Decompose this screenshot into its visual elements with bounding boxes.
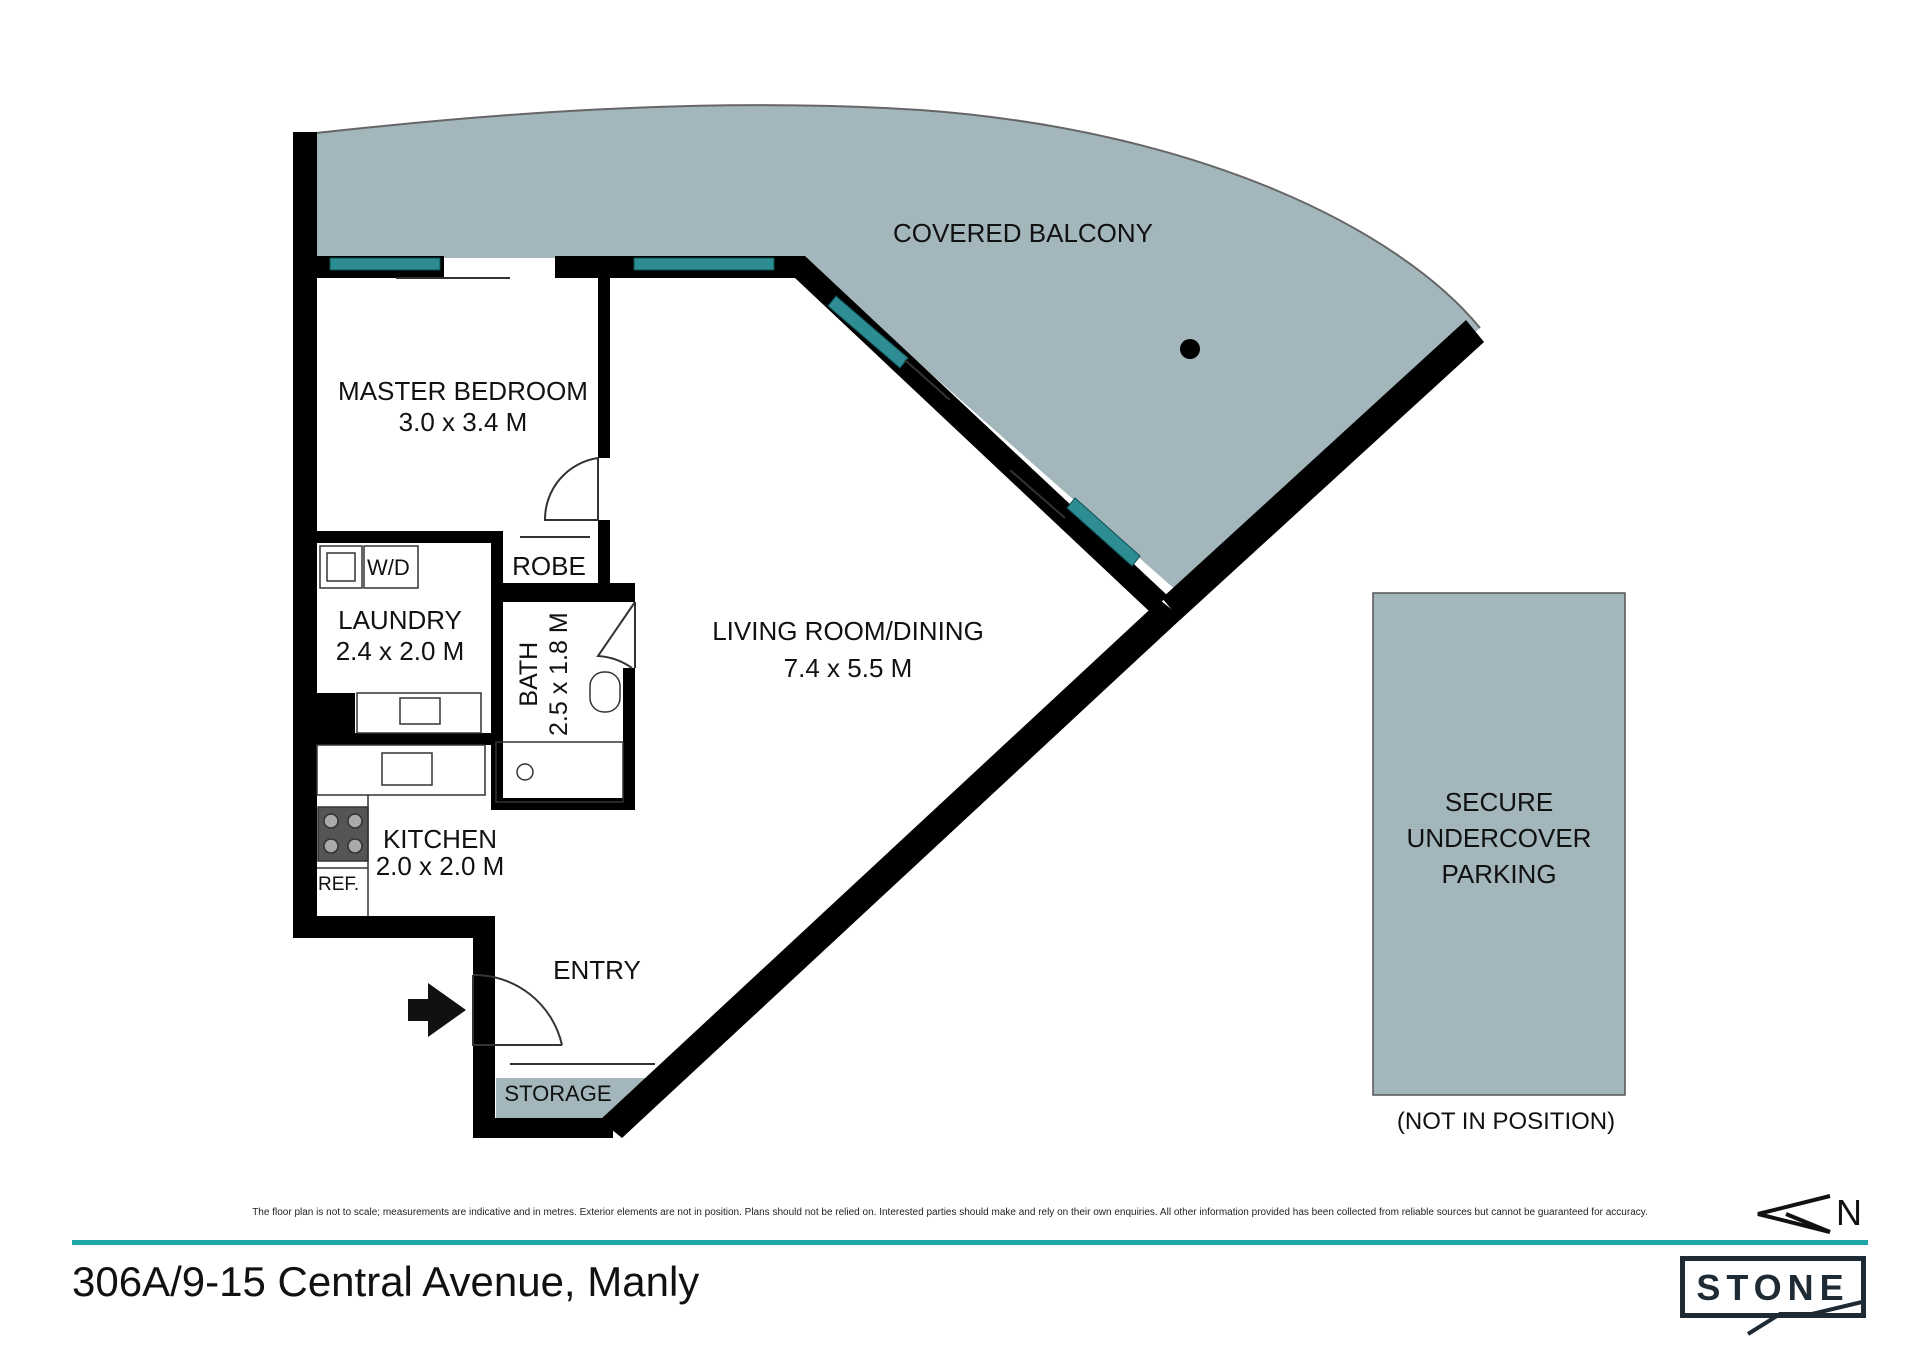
living-label: LIVING ROOM/DINING 7.4 x 5.5 M: [712, 616, 984, 684]
master-bedroom-size: 3.0 x 3.4 M: [398, 407, 528, 438]
bath-tub-icon: [495, 741, 624, 803]
logo-swoosh-icon: [1746, 1300, 1863, 1336]
laundry-label: LAUNDRY 2.4 x 2.0 M: [336, 605, 465, 667]
wall-diagonal-east: [1162, 320, 1484, 620]
laundry-tub-inner: [326, 552, 356, 582]
toilet-icon: [589, 671, 621, 713]
living-name: LIVING ROOM/DINING: [712, 616, 984, 646]
parking-line-1: SECURE: [1444, 787, 1554, 817]
cooktop-icon: [317, 806, 369, 862]
entry-label: ENTRY: [553, 955, 641, 986]
wall-entry-west: [473, 916, 495, 1138]
fixtures: [316, 545, 624, 916]
disclaimer-text: The floor plan is not to scale; measurem…: [252, 1207, 1648, 1218]
cooktop-burner: [323, 838, 339, 854]
parking-note: (NOT IN POSITION): [1397, 1108, 1615, 1137]
balcony-edge: [315, 104, 1481, 329]
door-bath: [596, 601, 636, 669]
cooktop-burner: [323, 813, 339, 829]
windows: [329, 257, 1141, 567]
laundry-bench: [356, 692, 482, 734]
fridge-label: REF.: [318, 874, 359, 896]
laundry-tub-icon: [319, 545, 363, 589]
parking-line-2: UNDERCOVER: [1406, 823, 1592, 853]
washer-dryer-text: W/D: [367, 555, 410, 580]
wall-west: [293, 132, 317, 938]
wall-robe-east: [598, 520, 610, 588]
laundry-sink-icon: [399, 697, 441, 725]
storage-name: STORAGE: [504, 1081, 612, 1106]
robe-label: ROBE: [512, 551, 586, 582]
wall-bedroom-east: [598, 278, 610, 458]
bath-drain-icon: [516, 763, 534, 781]
cooktop-burner: [347, 813, 363, 829]
laundry-size: 2.4 x 2.0 M: [335, 636, 465, 667]
kitchen-sink-icon: [381, 752, 433, 786]
living-size: 7.4 x 5.5 M: [783, 653, 913, 684]
parking-line-3: PARKING: [1441, 859, 1557, 889]
door-swings: [472, 457, 636, 1046]
kitchen-name: KITCHEN: [382, 824, 498, 854]
brand-name: STONE: [1696, 1267, 1850, 1308]
kitchen-label: KITCHEN 2.0 x 2.0 M: [376, 824, 505, 882]
north-arrow-icon: [1757, 1194, 1831, 1234]
window-bedroom: [329, 257, 441, 271]
kitchen-bench: [316, 744, 486, 796]
washer-dryer-label: W/D: [367, 555, 410, 581]
wall-bath-east: [623, 668, 635, 808]
master-bedroom-label: MASTER BEDROOM 3.0 x 3.4 M: [338, 376, 588, 438]
cooktop-burner: [347, 838, 363, 854]
balcony-column: [1180, 339, 1200, 359]
wall-west-lower: [293, 916, 493, 938]
footer-rule: [72, 1240, 1868, 1245]
wall-south: [473, 1118, 613, 1138]
wall-bath-west: [491, 595, 503, 807]
entry-name: ENTRY: [553, 955, 641, 985]
bath-name: BATH: [515, 641, 543, 707]
door-bedroom: [543, 457, 599, 521]
kitchen-size: 2.0 x 2.0 M: [375, 851, 505, 882]
parking-note-text: (NOT IN POSITION): [1396, 1108, 1616, 1135]
property-address: 306A/9-15 Central Avenue, Manly: [72, 1258, 700, 1305]
window-diagonal-upper: [827, 295, 909, 369]
wall-bath-north: [491, 590, 635, 602]
bath-label: BATH 2.5 x 1.8 M: [514, 612, 574, 736]
wall-diagonal-south: [600, 600, 1182, 1138]
window-diagonal-lower: [1066, 497, 1141, 567]
window-living: [633, 257, 775, 271]
parking-label: SECURE UNDERCOVER PARKING: [1407, 784, 1592, 892]
sliding-doors: [396, 277, 1066, 1065]
balcony-label: COVERED BALCONY: [893, 218, 1153, 249]
wall-bath-south: [491, 798, 635, 810]
north-letter: N: [1836, 1192, 1862, 1233]
parking-area: [1372, 592, 1626, 1096]
wd-box: [363, 545, 419, 589]
bath-size: 2.5 x 1.8 M: [545, 612, 573, 736]
robe-name: ROBE: [512, 551, 586, 581]
balcony-area: [316, 105, 1480, 592]
wall-robe-west: [491, 531, 503, 586]
laundry-name: LAUNDRY: [338, 605, 462, 635]
wall-laundry-south: [317, 733, 501, 745]
brand-logo: STONE: [1680, 1256, 1866, 1318]
master-bedroom-name: MASTER BEDROOM: [338, 376, 588, 406]
wall-bedroom-south: [317, 531, 499, 543]
door-entry: [472, 973, 563, 1046]
balcony-name: COVERED BALCONY: [892, 218, 1154, 248]
fridge-text: REF.: [318, 874, 360, 895]
wall-laundry-block: [317, 693, 355, 735]
storage-label: STORAGE: [504, 1081, 611, 1107]
entry-arrow-icon: [408, 983, 466, 1037]
